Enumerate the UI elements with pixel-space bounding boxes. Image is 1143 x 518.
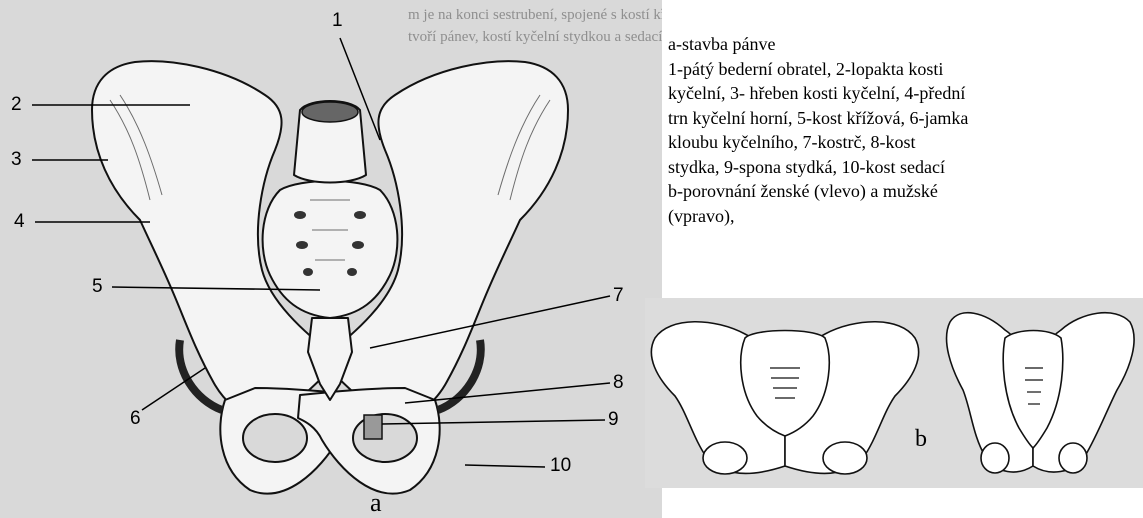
sacrum	[263, 181, 398, 318]
sacral-foramen	[347, 268, 357, 276]
callout-2: 2	[11, 94, 22, 116]
male-pelvis	[947, 313, 1135, 473]
callout-6: 6	[130, 408, 141, 430]
figure-caption: a-stavba pánve 1-pátý bederní obratel, 2…	[668, 32, 1058, 228]
callout-3: 3	[11, 149, 22, 171]
sacral-foramen	[354, 211, 366, 219]
caption-line: kloubu kyčelního, 7-kostrč, 8-kost	[668, 130, 1058, 155]
sacral-foramen	[303, 268, 313, 276]
pubic-symphysis	[364, 415, 382, 439]
left-obturator-foramen	[243, 414, 307, 462]
callout-7: 7	[613, 285, 624, 307]
sacral-foramen	[296, 241, 308, 249]
caption-line: trn kyčelní horní, 5-kost křížová, 6-jam…	[668, 106, 1058, 131]
callout-5: 5	[92, 276, 103, 298]
panel-label-b: b	[915, 426, 927, 453]
pelvis-comparison-drawing	[645, 298, 1143, 488]
callout-10: 10	[550, 455, 571, 477]
sacral-foramen	[294, 211, 306, 219]
callout-4: 4	[14, 211, 25, 233]
caption-line: kyčelní, 3- hřeben kosti kyčelní, 4-před…	[668, 81, 1058, 106]
caption-title: a-stavba pánve	[668, 32, 1058, 57]
pelvis-figure-a: m je na konci sestrubení, spojené s kost…	[0, 0, 662, 518]
callout-1: 1	[332, 10, 343, 32]
caption-line: b-porovnání ženské (vlevo) a mužské	[668, 179, 1058, 204]
coccyx	[308, 318, 352, 400]
vertebra-body-top	[302, 102, 358, 122]
pelvis-drawing	[0, 0, 662, 518]
caption-line: stydka, 9-spona stydká, 10-kost sedací	[668, 155, 1058, 180]
pelvis-comparison-figure-b: b	[645, 298, 1143, 488]
sacral-foramen	[352, 241, 364, 249]
caption-line: (vpravo),	[668, 204, 1058, 229]
right-obturator-foramen	[353, 414, 417, 462]
background-text-line: tvoří pánev, kostí kyčelní stydkou a sed…	[408, 28, 662, 46]
panel-label-a: a	[370, 488, 382, 518]
caption-line: 1-pátý bederní obratel, 2-lopakta kosti	[668, 57, 1058, 82]
callout-8: 8	[613, 372, 624, 394]
leader-line-10	[465, 465, 545, 467]
background-text-line: m je na konci sestrubení, spojené s kost…	[408, 6, 662, 24]
callout-9: 9	[608, 409, 619, 431]
